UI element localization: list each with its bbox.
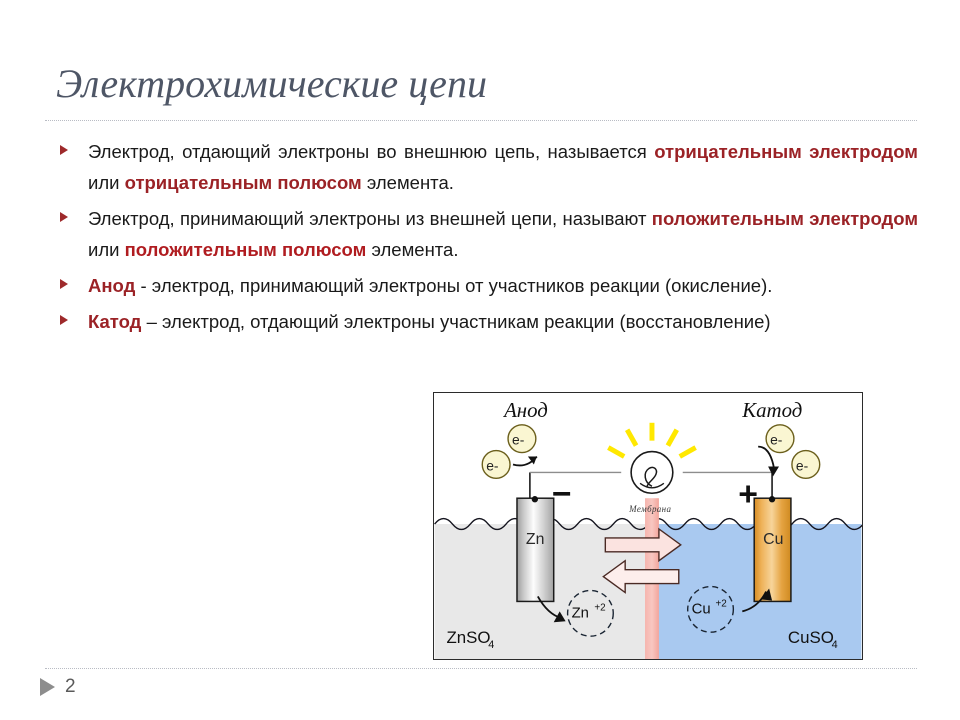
plus-sign-label: +	[738, 475, 758, 513]
svg-text:e-: e-	[512, 432, 524, 448]
electron-bubble-anode-2: e-	[481, 449, 511, 480]
title-divider	[45, 120, 917, 121]
bullet-text-4: Катод – электрод, отдающий электроны уча…	[88, 306, 918, 337]
arrowhead-copper-deposition	[761, 588, 773, 601]
keyword-term: положительным полюсом	[124, 239, 367, 260]
body-text-run: или	[88, 172, 125, 193]
electron-flow-arrow-cathode	[758, 445, 775, 469]
electron-bubble-cathode-2: e-	[791, 449, 821, 480]
body-text-run: элемента.	[366, 239, 459, 260]
bullet-text-1: Электрод, отдающий электроны во внешнюю …	[88, 136, 918, 198]
anion-migration-arrow-left	[602, 559, 680, 594]
body-text-run: Электрод, принимающий электроны из внешн…	[88, 208, 652, 229]
arrowhead-cathode	[768, 466, 780, 477]
svg-text:+2: +2	[594, 602, 606, 613]
bullet-item-2: Электрод, принимающий электроны из внешн…	[52, 203, 918, 265]
copper-electrode: Cu	[753, 496, 792, 603]
bullet-list: Электрод, отдающий электроны во внешнюю …	[52, 136, 918, 337]
membrane-label: Мембрана	[628, 504, 671, 514]
cathode-heading: Катод	[741, 398, 802, 422]
copper-sulfate-label: CuSO 4	[788, 628, 838, 651]
keyword-term: отрицательным электродом	[654, 141, 918, 162]
zinc-electrode: Zn	[516, 496, 555, 603]
bullet-item-3: Анод - электрод, принимающий электроны о…	[52, 270, 918, 301]
svg-text:Cu: Cu	[763, 531, 783, 548]
bullet-marker-icon	[60, 145, 68, 155]
svg-text:4: 4	[832, 639, 838, 651]
page-title: Электрохимические цепи	[56, 61, 487, 106]
body-text-run: - электрод, принимающий электроны от уча…	[135, 275, 773, 296]
bullet-marker-icon	[60, 279, 68, 289]
bullet-marker-icon	[60, 212, 68, 222]
bullet-text-2: Электрод, принимающий электроны из внешн…	[88, 203, 918, 265]
keyword-term: Анод	[88, 275, 136, 296]
copper-ion-circle: Cu +2	[687, 585, 735, 633]
electron-bubble-anode-1: e-	[507, 424, 537, 454]
keyword-term: отрицательным полюсом	[124, 172, 362, 193]
body-text-run: элемента.	[361, 172, 454, 193]
bullet-marker-icon	[60, 315, 68, 325]
cation-migration-arrow-right	[604, 527, 682, 563]
keyword-term: Катод	[88, 311, 142, 332]
keyword-term: положительным электродом	[651, 208, 919, 229]
galvanic-cell-diagram: − + Zn Cu e- e-	[433, 392, 863, 660]
triangle-icon	[40, 678, 55, 696]
svg-text:e-: e-	[770, 432, 782, 448]
body-text-run: или	[88, 239, 125, 260]
svg-text:e-: e-	[796, 457, 808, 473]
svg-text:CuSO: CuSO	[788, 628, 834, 647]
slide-footer: 2	[40, 676, 76, 698]
svg-text:ZnSO: ZnSO	[447, 628, 491, 647]
anode-heading: Анод	[502, 398, 548, 422]
arrowhead-anode	[527, 456, 537, 465]
bullet-text-3: Анод - электрод, принимающий электроны о…	[88, 270, 918, 301]
bullet-item-4: Катод – электрод, отдающий электроны уча…	[52, 306, 918, 337]
page-number: 2	[65, 676, 76, 697]
bullet-item-1: Электрод, отдающий электроны во внешнюю …	[52, 136, 918, 198]
svg-text:Cu: Cu	[692, 601, 711, 617]
svg-text:Zn: Zn	[572, 605, 589, 621]
minus-sign-label: −	[552, 475, 572, 513]
body-text-run: – электрод, отдающий электроны участника…	[141, 311, 771, 332]
arrowhead-zinc-dissolution	[553, 611, 566, 623]
svg-text:e-: e-	[486, 457, 498, 473]
zinc-ion-circle: Zn +2	[566, 589, 614, 637]
electron-bubble-cathode-1: e-	[765, 424, 795, 454]
zinc-sulfate-label: ZnSO 4	[447, 628, 495, 651]
svg-text:+2: +2	[715, 598, 727, 609]
copper-deposition-arrow	[742, 591, 767, 613]
light-bulb-icon	[607, 422, 697, 495]
footer-divider	[45, 668, 917, 669]
svg-text:4: 4	[488, 639, 494, 651]
svg-text:Zn: Zn	[526, 531, 545, 548]
body-text-run: Электрод, отдающий электроны во внешнюю …	[88, 141, 655, 162]
